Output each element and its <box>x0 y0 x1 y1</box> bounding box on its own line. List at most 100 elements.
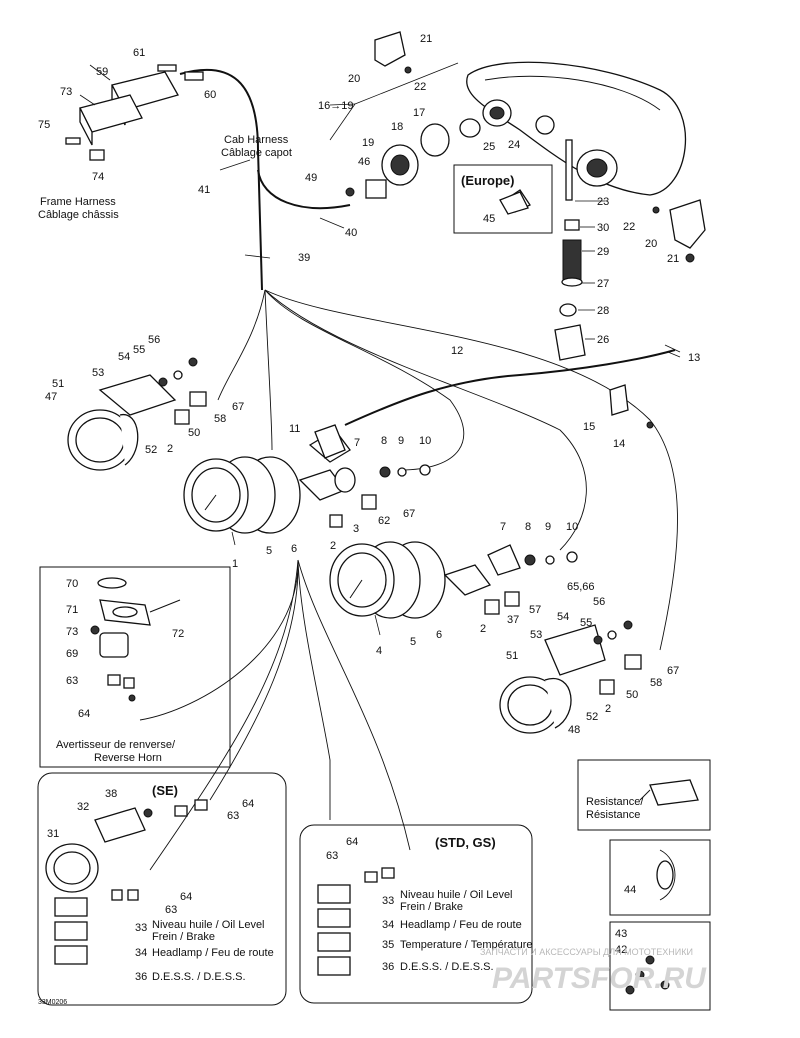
callout-21-top: 21 <box>420 33 432 45</box>
callout-40: 40 <box>345 227 357 239</box>
std-dess-label: D.E.S.S. / D.E.S.S. <box>400 961 494 973</box>
callout-21-right: 21 <box>667 253 679 265</box>
callout-63-se: 63 <box>165 904 177 916</box>
callout-55-right: 55 <box>580 617 592 629</box>
std-oil-level-label: Niveau huile / Oil Level <box>400 889 513 901</box>
callout-69: 69 <box>66 648 78 660</box>
frame-harness-label-en: Frame Harness <box>40 196 116 208</box>
callout-6-top: 6 <box>291 543 297 555</box>
callout-63-std: 63 <box>326 850 338 862</box>
callout-31: 31 <box>47 828 59 840</box>
callout-10-top: 10 <box>419 435 431 447</box>
callout-42: 42 <box>615 944 627 956</box>
callout-64-std: 64 <box>346 836 358 848</box>
callout-29: 29 <box>597 246 609 258</box>
callout-1: 1 <box>232 558 238 570</box>
callout-47: 47 <box>45 391 57 403</box>
callout-25: 25 <box>483 141 495 153</box>
callout-18: 18 <box>391 121 403 133</box>
callout-58-right: 58 <box>650 677 662 689</box>
europe-label: (Europe) <box>461 173 514 188</box>
callout-73-top: 73 <box>60 86 72 98</box>
callout-52-left: 52 <box>145 444 157 456</box>
headlamp-housing <box>466 61 687 201</box>
callout-26: 26 <box>597 334 609 346</box>
gauge-right <box>499 620 642 734</box>
cab-harness-label-fr: Câblage capot <box>221 147 292 159</box>
callout-13: 13 <box>688 352 700 364</box>
reverse-horn-label-fr: Avertisseur de renverse/ <box>56 739 176 751</box>
sensor-parts <box>314 344 681 459</box>
callout-36-std: 36 <box>382 961 394 973</box>
fasteners <box>625 955 670 995</box>
callout-55-left: 55 <box>133 344 145 356</box>
callout-54-right: 54 <box>557 611 569 623</box>
resistance-part <box>639 779 699 806</box>
callout-49: 49 <box>305 172 317 184</box>
callout-63-horn: 63 <box>66 675 78 687</box>
callout-50-right: 50 <box>626 689 638 701</box>
tie-strap <box>656 849 676 901</box>
callout-67-mid: 67 <box>403 508 415 520</box>
callout-14: 14 <box>613 438 625 450</box>
harness-wires <box>139 68 678 871</box>
callout-52-right: 52 <box>586 711 598 723</box>
std-gs-box <box>299 824 533 1004</box>
callout-48: 48 <box>568 724 580 736</box>
watermark-tagline: ЗАПЧАСТИ И АКСЕССУАРЫ ДЛЯ МОТОТЕХНИКИ <box>480 947 693 957</box>
europe-box <box>453 164 553 234</box>
callout-51-left: 51 <box>52 378 64 390</box>
callout-2-left: 2 <box>167 443 173 455</box>
callout-64-se-top: 64 <box>242 798 254 810</box>
callout-9-mid: 9 <box>545 521 551 533</box>
se-box <box>37 772 287 1006</box>
callout-72: 72 <box>172 628 184 640</box>
cab-harness-label-en: Cab Harness <box>224 134 289 146</box>
reverse-horn-parts <box>90 577 181 702</box>
se-headlamp-label: Headlamp / Feu de route <box>152 947 274 959</box>
callout-50-left: 50 <box>188 427 200 439</box>
callout-38: 38 <box>105 788 117 800</box>
callout-33-std: 33 <box>382 895 394 907</box>
callout-62: 62 <box>378 515 390 527</box>
callout-34-se: 34 <box>135 947 147 959</box>
watermark: ЗАПЧАСТИ И АКСЕССУАРЫ ДЛЯ МОТОТЕХНИКИ PA… <box>480 947 707 995</box>
reverse-horn-box <box>39 566 231 768</box>
se-dess-label: D.E.S.S. / D.E.S.S. <box>152 971 246 983</box>
callout-20-right: 20 <box>645 238 657 250</box>
callout-27: 27 <box>597 278 609 290</box>
callout-36-se: 36 <box>135 971 147 983</box>
callout-64-se: 64 <box>180 891 192 903</box>
callout-64-horn: 64 <box>78 708 90 720</box>
callout-67-left: 67 <box>232 401 244 413</box>
callout-2-mid: 2 <box>330 540 336 552</box>
callout-23: 23 <box>597 196 609 208</box>
callout-39: 39 <box>298 252 310 264</box>
callout-20-top: 20 <box>348 73 360 85</box>
callout-3-top: 3 <box>353 523 359 535</box>
reverse-horn-label-en: Reverse Horn <box>94 752 162 764</box>
callout-46: 46 <box>358 156 370 168</box>
gauge-left <box>67 357 207 471</box>
resistance-label-2: Résistance <box>586 809 640 821</box>
gauge-center-4 <box>329 541 578 619</box>
callout-65-66: 65,66 <box>567 581 595 593</box>
callout-10-mid: 10 <box>566 521 578 533</box>
callout-24: 24 <box>508 139 520 151</box>
se-oil-level-label: Niveau huile / Oil Level <box>152 919 265 931</box>
callout-75: 75 <box>38 119 50 131</box>
callout-53-right: 53 <box>530 629 542 641</box>
callout-73-horn: 73 <box>66 626 78 638</box>
callout-12: 12 <box>451 345 463 357</box>
europe-bracket <box>499 191 529 215</box>
callout-45: 45 <box>483 213 495 225</box>
callout-56-right: 56 <box>593 596 605 608</box>
callout-16-19: 16→19 <box>318 100 353 112</box>
callout-61: 61 <box>133 47 145 59</box>
callout-74: 74 <box>92 171 104 183</box>
fuse-block <box>65 64 204 161</box>
callout-4: 4 <box>376 645 382 657</box>
callout-17: 17 <box>413 107 425 119</box>
resistance-label-1: Resistance/ <box>586 796 644 808</box>
callout-57: 57 <box>529 604 541 616</box>
